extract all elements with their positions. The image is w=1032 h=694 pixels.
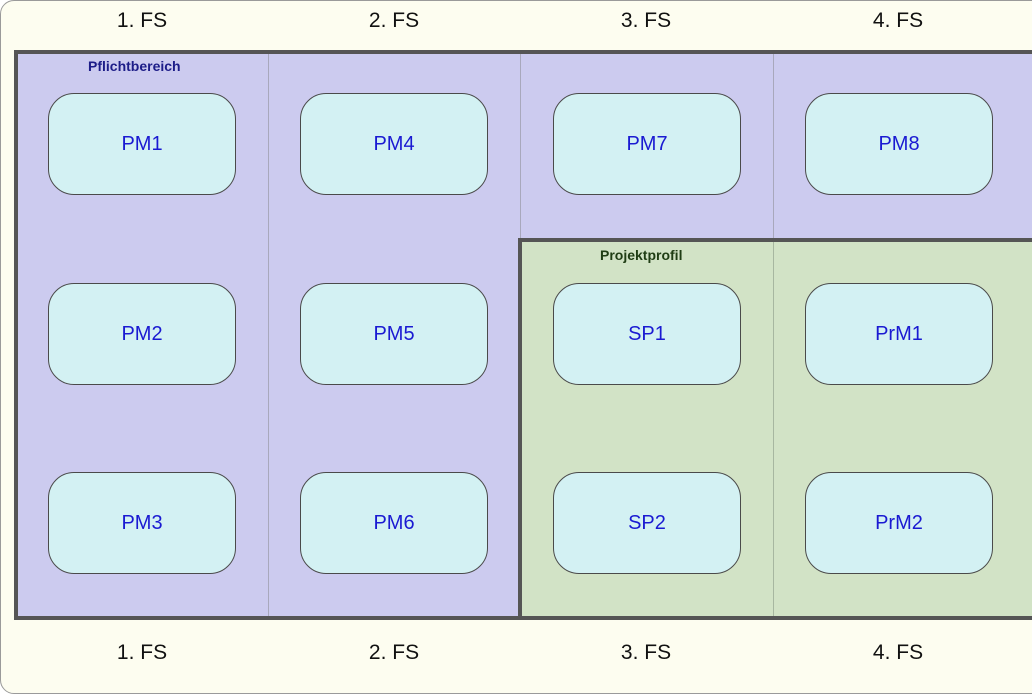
module-pm7[interactable]: PM7 (553, 93, 741, 195)
module-pm5[interactable]: PM5 (300, 283, 488, 385)
module-pm8[interactable]: PM8 (805, 93, 993, 195)
pflichtbereich-label: Pflichtbereich (88, 58, 181, 74)
column-separator (268, 52, 269, 618)
semester-label-top-3: 3. FS (620, 9, 672, 32)
column-separator (773, 242, 774, 616)
semester-label-bottom-2: 2. FS (368, 641, 420, 664)
semester-label-top-1: 1. FS (116, 9, 168, 32)
pflichtbereich-region (14, 50, 1032, 620)
module-sp2[interactable]: SP2 (553, 472, 741, 574)
module-prm2[interactable]: PrM2 (805, 472, 993, 574)
projektprofil-label: Projektprofil (600, 247, 683, 263)
module-sp1[interactable]: SP1 (553, 283, 741, 385)
module-pm3[interactable]: PM3 (48, 472, 236, 574)
semester-label-top-2: 2. FS (368, 9, 420, 32)
semester-label-bottom-3: 3. FS (620, 641, 672, 664)
module-pm1[interactable]: PM1 (48, 93, 236, 195)
module-pm6[interactable]: PM6 (300, 472, 488, 574)
module-pm2[interactable]: PM2 (48, 283, 236, 385)
module-prm1[interactable]: PrM1 (805, 283, 993, 385)
module-pm4[interactable]: PM4 (300, 93, 488, 195)
semester-label-bottom-4: 4. FS (872, 641, 924, 664)
semester-label-bottom-1: 1. FS (116, 641, 168, 664)
semester-label-top-4: 4. FS (872, 9, 924, 32)
